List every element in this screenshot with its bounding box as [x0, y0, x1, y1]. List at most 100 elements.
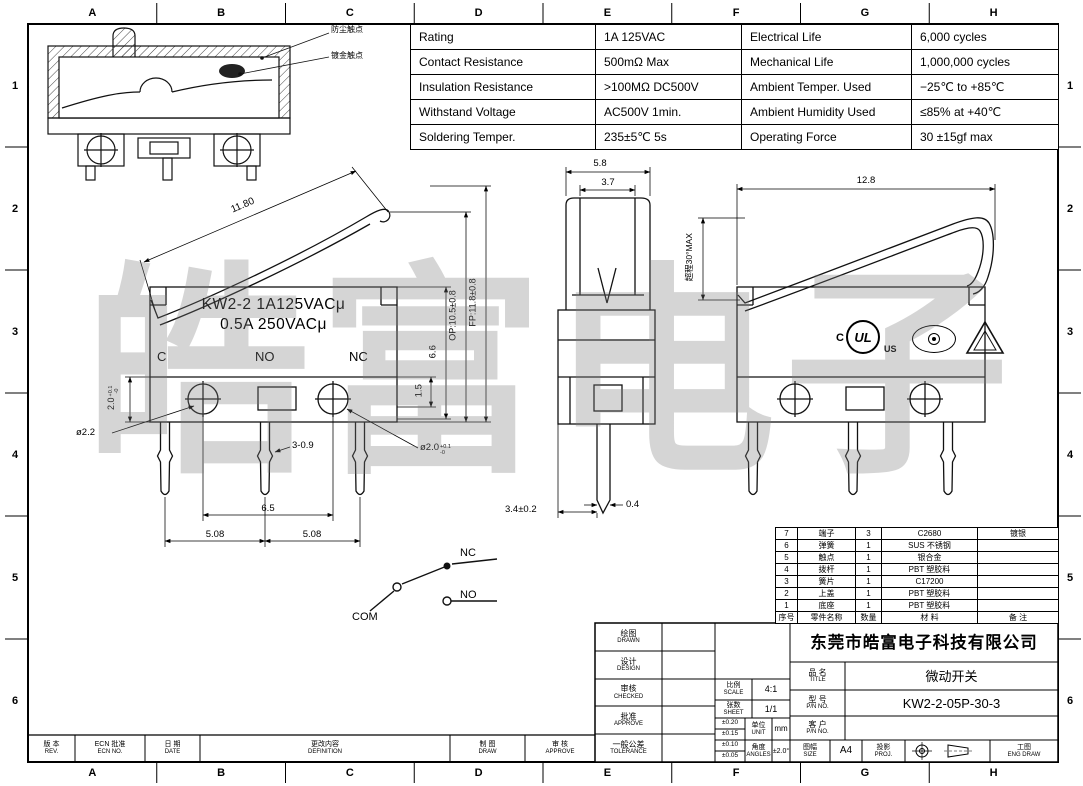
zone-number-right: 1 — [1066, 79, 1074, 92]
dim-pin-pitch-2: 5.08 — [302, 529, 322, 540]
dim-front-inner-width: 3.7 — [601, 177, 615, 188]
zone-letter-bottom: A — [88, 767, 97, 779]
part-qty: 1 — [855, 575, 882, 588]
spec-param: Withstand Voltage — [410, 99, 596, 125]
parts-header-name: 零件名称 — [797, 611, 856, 624]
zone-letter-bottom: E — [603, 767, 612, 779]
part-material: C2680 — [881, 527, 978, 540]
dim-pin-offset: 3.4±0.2 — [505, 504, 537, 515]
dimension-lines — [111, 166, 996, 547]
part-qty: 1 — [855, 599, 882, 612]
part-material: C17200 — [881, 575, 978, 588]
part-qty: 1 — [855, 539, 882, 552]
parts-header-no: 序号 — [775, 611, 798, 624]
zone-number-left: 1 — [11, 79, 19, 92]
front-view — [557, 197, 656, 515]
body-marking-line2: 0.5A 250VACμ — [220, 316, 327, 333]
part-material: PBT 塑胶料 — [881, 599, 978, 612]
zone-number-right: 4 — [1066, 448, 1074, 461]
part-material: PBT 塑胶料 — [881, 587, 978, 600]
tolerance-value-1: ±0.20 — [721, 719, 739, 727]
part-no: 5 — [775, 551, 798, 564]
spec-param: Ambient Humidity Used — [741, 99, 912, 125]
spec-value: 500mΩ Max — [595, 49, 742, 75]
dim-front-outer-width: 5.8 — [593, 158, 607, 169]
spec-value: ≤85% at +40℃ — [911, 99, 1059, 125]
zone-letter-bottom: D — [474, 767, 483, 779]
part-remark — [977, 575, 1059, 588]
parts-header-qty: 数量 — [855, 611, 882, 624]
scale-value: 4:1 — [764, 684, 778, 694]
zone-letter-top: B — [217, 7, 226, 19]
part-material: SUS 不锈钢 — [881, 539, 978, 552]
zone-letter-top: F — [732, 7, 740, 19]
customer-pn-value — [845, 716, 1058, 740]
dim-hole-pitch: 6.5 — [261, 503, 275, 514]
part-qty: 1 — [855, 563, 882, 576]
spec-value: 1A 125VAC — [595, 24, 742, 50]
spec-value: 1,000,000 cycles — [911, 49, 1059, 75]
callout-dustproof-contact: 防尘触点 — [331, 25, 363, 34]
parts-header-material: 材 料 — [881, 611, 978, 624]
right-view — [736, 217, 1005, 496]
company-name: 东莞市皓富电子科技有限公司 — [810, 633, 1038, 652]
size-value: A4 — [839, 745, 853, 756]
zone-letter-bottom: F — [732, 767, 740, 779]
zone-letter-top: H — [989, 7, 998, 19]
dim-free-position: FP:11.8±0.8 — [467, 278, 478, 327]
part-remark — [977, 539, 1059, 552]
dim-pin-thickness: 0.4 — [626, 499, 640, 510]
spec-param: Mechanical Life — [741, 49, 912, 75]
part-name: 触点 — [797, 551, 856, 564]
sheet-value: 1/1 — [764, 703, 778, 714]
circuit-schematic — [369, 558, 498, 612]
zone-letter-bottom: G — [860, 767, 870, 779]
angles-value: ±2.0° — [772, 747, 790, 755]
zone-number-left: 6 — [11, 694, 19, 707]
part-no: 2 — [775, 587, 798, 600]
spec-value: >100MΩ DC500V — [595, 74, 742, 100]
spec-value: AC500V 1min. — [595, 99, 742, 125]
spec-param: Operating Force — [741, 124, 912, 150]
spec-table: Rating 1A 125VAC Electrical Life 6,000 c… — [410, 24, 1059, 150]
part-no: 4 — [775, 563, 798, 576]
zone-number-left: 4 — [11, 448, 19, 461]
spec-value: −25℃ to +85℃ — [911, 74, 1059, 100]
unit-value: mm — [774, 724, 788, 733]
zone-letter-top: A — [88, 7, 97, 19]
dim-pin-pitch-1: 5.08 — [205, 529, 225, 540]
dim-slot-height: 2.0+0.1-0 — [106, 385, 120, 410]
zone-number-right: 6 — [1066, 694, 1074, 707]
part-material: PBT 塑胶料 — [881, 563, 978, 576]
terminal-label-nc: NC — [349, 349, 368, 364]
part-no: 7 — [775, 527, 798, 540]
zone-letter-bottom: H — [989, 767, 998, 779]
part-qty: 1 — [855, 587, 882, 600]
section-view — [47, 27, 291, 181]
dim-overall-width: 12.8 — [856, 175, 876, 186]
dim-pin-width: 3-0.9 — [292, 440, 314, 451]
zone-letter-top: C — [345, 7, 354, 19]
part-material: 银合金 — [881, 551, 978, 564]
spec-param: Ambient Temper. Used — [741, 74, 912, 100]
dim-operating-position: OP:10.5±0.8 — [447, 290, 458, 341]
side-view — [149, 208, 398, 496]
zone-letter-top: G — [860, 7, 870, 19]
part-no: 6 — [775, 539, 798, 552]
